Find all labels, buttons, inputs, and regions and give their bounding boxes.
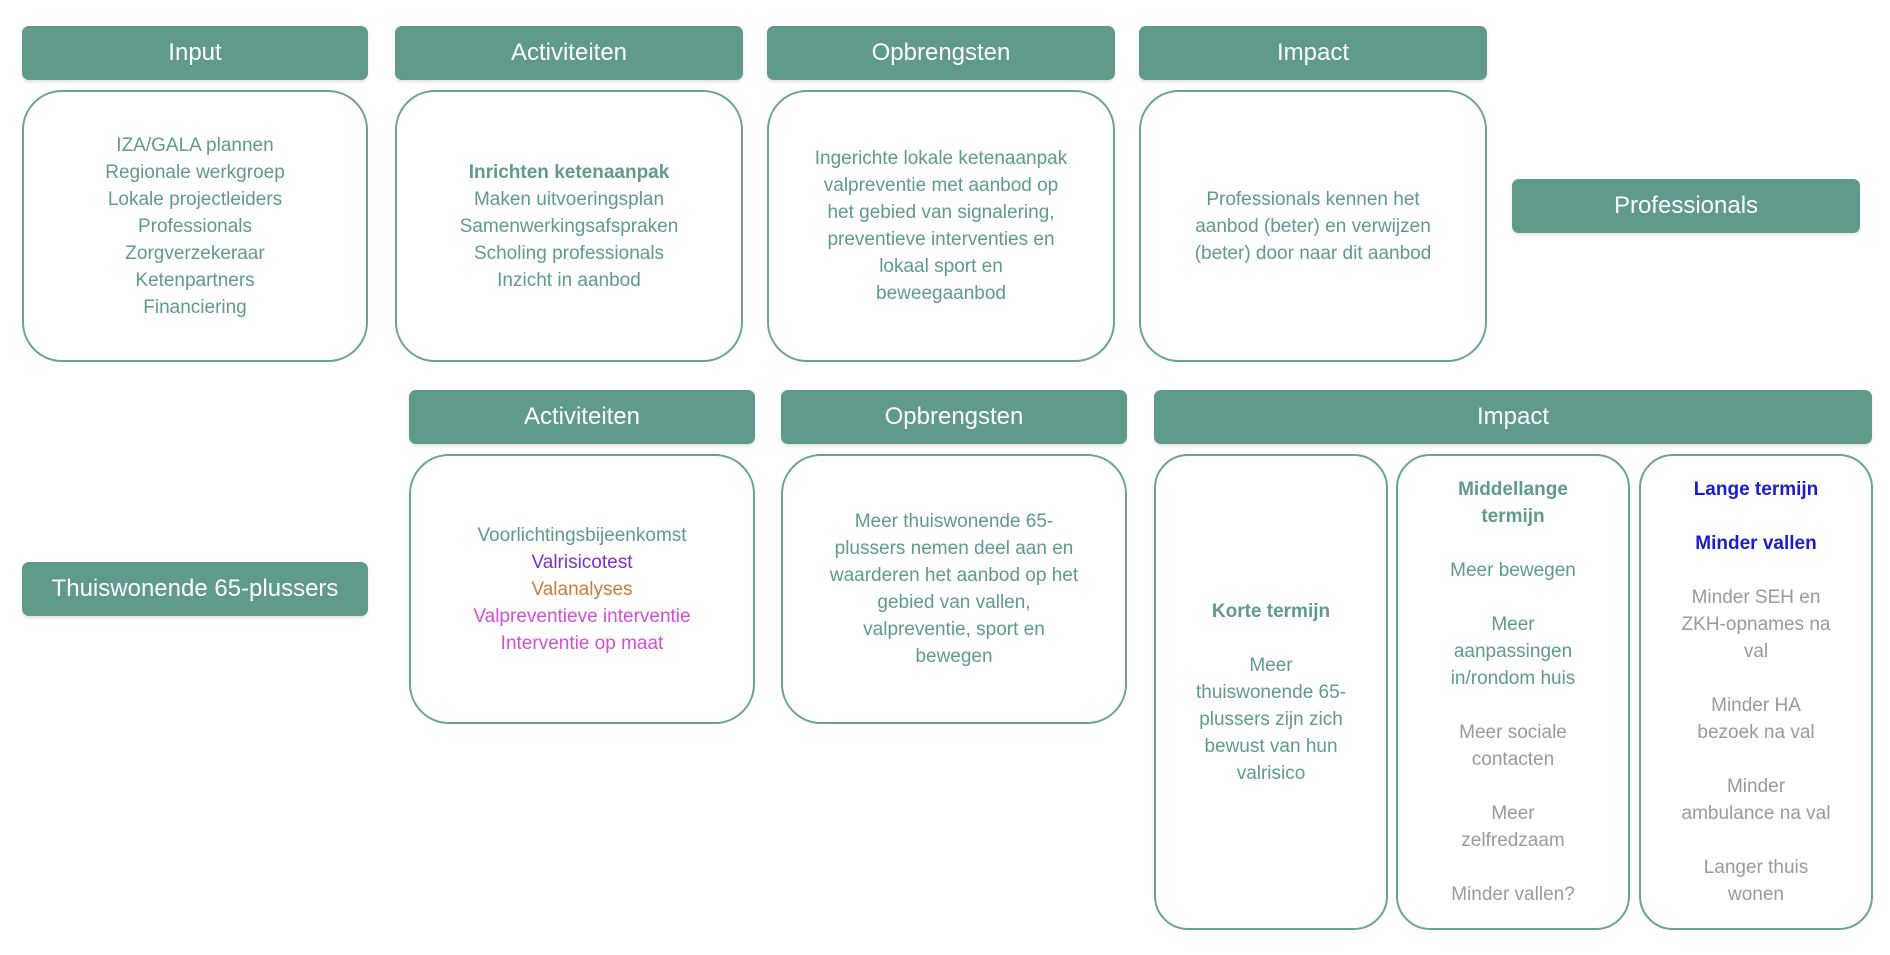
activiteit-valrisicotest: Valrisicotest bbox=[531, 551, 633, 573]
header-activiteiten-65plus: Activiteiten bbox=[409, 390, 755, 444]
middellange-sociale: Meer sociale bbox=[1459, 722, 1567, 743]
opbrengsten-65plus-box: Meer thuiswonende 65- plussers nemen dee… bbox=[781, 454, 1127, 724]
opbrengsten-line: Meer thuiswonende 65- bbox=[854, 511, 1054, 532]
input-item: IZA/GALA plannen bbox=[116, 134, 274, 156]
middellange-title-line: Middellange bbox=[1458, 479, 1568, 500]
header-input-label: Input bbox=[168, 39, 222, 66]
opbrengsten-line: bewegen bbox=[915, 646, 993, 667]
middellange-sociale: contacten bbox=[1471, 749, 1555, 770]
input-item: Ketenpartners bbox=[135, 269, 255, 291]
opbrengsten-line: gebied van vallen, bbox=[877, 592, 1031, 613]
middellange-zelfredzaam: zelfredzaam bbox=[1461, 830, 1565, 851]
opbrengsten-line: preventieve interventies en bbox=[827, 229, 1055, 250]
lange-seh: ZKH-opnames na bbox=[1681, 614, 1831, 635]
activiteit-valpreventieve: Valpreventieve interventie bbox=[473, 605, 691, 627]
input-item: Regionale werkgroep bbox=[105, 161, 285, 183]
header-activiteiten-label: Activiteiten bbox=[510, 39, 628, 66]
impact-line: aanbod (beter) en verwijzen bbox=[1195, 215, 1431, 237]
korte-line: valrisico bbox=[1236, 762, 1306, 784]
middellange-aanpassingen: Meer bbox=[1491, 614, 1535, 635]
middellange-termijn-box: Middellange termijn Meer bewegen Meer aa… bbox=[1396, 454, 1630, 930]
target-professionals-label: Professionals bbox=[1613, 192, 1759, 219]
lange-minder-vallen: Minder vallen bbox=[1695, 533, 1817, 554]
activiteiten-item: Maken uitvoeringsplan bbox=[473, 188, 665, 210]
impact-professionals-box: Professionals kennen het aanbod (beter) … bbox=[1139, 90, 1487, 362]
input-box: IZA/GALA plannen Regionale werkgroep Lok… bbox=[22, 90, 368, 362]
activiteiten-65plus-box: Voorlichtingsbijeenkomst Valrisicotest V… bbox=[409, 454, 755, 724]
header-opbrengsten-65plus: Opbrengsten bbox=[781, 390, 1127, 444]
impact-line: (beter) door naar dit aanbod bbox=[1194, 242, 1432, 264]
header-input: Input bbox=[22, 26, 368, 80]
header-opbrengsten-label: Opbrengsten bbox=[871, 39, 1011, 66]
opbrengsten-professionals-box: Ingerichte lokale ketenaanpak valprevent… bbox=[767, 90, 1115, 362]
korte-line: plussers zijn zich bbox=[1199, 708, 1343, 730]
opbrengsten-line: plussers nemen deel aan en bbox=[834, 538, 1074, 559]
opbrengsten-line: waarderen het aanbod op het bbox=[829, 565, 1079, 586]
lange-thuis: wonen bbox=[1728, 884, 1784, 905]
activiteit-op-maat: Interventie op maat bbox=[500, 632, 664, 654]
korte-line: Meer bbox=[1249, 654, 1293, 676]
activiteit-valanalyses: Valanalyses bbox=[531, 578, 633, 600]
middellange-minder-vallen: Minder vallen? bbox=[1451, 884, 1575, 905]
lange-ambulance: Minder bbox=[1726, 776, 1786, 797]
korte-termijn-box: Korte termijn Meer thuiswonende 65- plus… bbox=[1154, 454, 1388, 930]
lange-seh: val bbox=[1743, 641, 1769, 662]
opbrengsten-line: Ingerichte lokale ketenaanpak bbox=[814, 148, 1068, 169]
lange-termijn-title: Lange termijn bbox=[1693, 479, 1819, 500]
input-item: Lokale projectleiders bbox=[107, 188, 283, 210]
input-item: Financiering bbox=[143, 296, 247, 318]
middellange-aanpassingen: aanpassingen bbox=[1453, 641, 1573, 662]
lange-ha: bezoek na val bbox=[1697, 722, 1815, 743]
header-activiteiten-professionals: Activiteiten bbox=[395, 26, 743, 80]
lange-thuis: Langer thuis bbox=[1703, 857, 1809, 878]
activiteiten-item: Samenwerkingsafspraken bbox=[459, 215, 679, 237]
lange-termijn-box: Lange termijn Minder vallen Minder SEH e… bbox=[1639, 454, 1873, 930]
impact-line: Professionals kennen het bbox=[1206, 188, 1420, 210]
korte-termijn-title: Korte termijn bbox=[1211, 600, 1331, 622]
korte-line: bewust van hun bbox=[1204, 735, 1338, 757]
target-professionals: Professionals bbox=[1512, 179, 1860, 233]
opbrengsten-line: het gebied van signalering, bbox=[827, 202, 1055, 223]
opbrengsten-line: beweegaanbod bbox=[876, 283, 1006, 304]
korte-line: thuiswonende 65- bbox=[1196, 681, 1346, 703]
opbrengsten-line: lokaal sport en bbox=[879, 256, 1003, 277]
opbrengsten-line: valpreventie, sport en bbox=[863, 619, 1045, 640]
target-thuiswonende-label: Thuiswonende 65-plussers bbox=[51, 575, 339, 602]
activiteiten-item: Inzicht in aanbod bbox=[497, 269, 641, 291]
input-item: Zorgverzekeraar bbox=[125, 242, 265, 264]
activiteiten-professionals-box: Inrichten ketenaanpak Maken uitvoeringsp… bbox=[395, 90, 743, 362]
lange-ha: Minder HA bbox=[1711, 695, 1801, 716]
header-impact-65plus: Impact bbox=[1154, 390, 1872, 444]
middellange-title-line: termijn bbox=[1481, 506, 1545, 527]
header-opbrengsten-professionals: Opbrengsten bbox=[767, 26, 1115, 80]
middellange-zelfredzaam: Meer bbox=[1491, 803, 1535, 824]
lange-ambulance: ambulance na val bbox=[1681, 803, 1831, 824]
middellange-meer-bewegen: Meer bewegen bbox=[1450, 560, 1576, 581]
header-impact-label: Impact bbox=[1276, 39, 1350, 66]
activiteiten-title: Inrichten ketenaanpak bbox=[468, 161, 670, 183]
activiteit-voorlichting: Voorlichtingsbijeenkomst bbox=[477, 524, 687, 546]
header-activiteiten-label: Activiteiten bbox=[523, 403, 641, 430]
header-impact-label: Impact bbox=[1476, 403, 1550, 430]
header-opbrengsten-label: Opbrengsten bbox=[884, 403, 1024, 430]
activiteiten-item: Scholing professionals bbox=[473, 242, 665, 264]
opbrengsten-line: valpreventie met aanbod op bbox=[823, 175, 1059, 196]
input-item: Professionals bbox=[137, 215, 253, 237]
lange-seh: Minder SEH en bbox=[1691, 587, 1821, 608]
target-thuiswonende: Thuiswonende 65-plussers bbox=[22, 562, 368, 616]
header-impact-professionals: Impact bbox=[1139, 26, 1487, 80]
middellange-aanpassingen: in/rondom huis bbox=[1450, 668, 1576, 689]
